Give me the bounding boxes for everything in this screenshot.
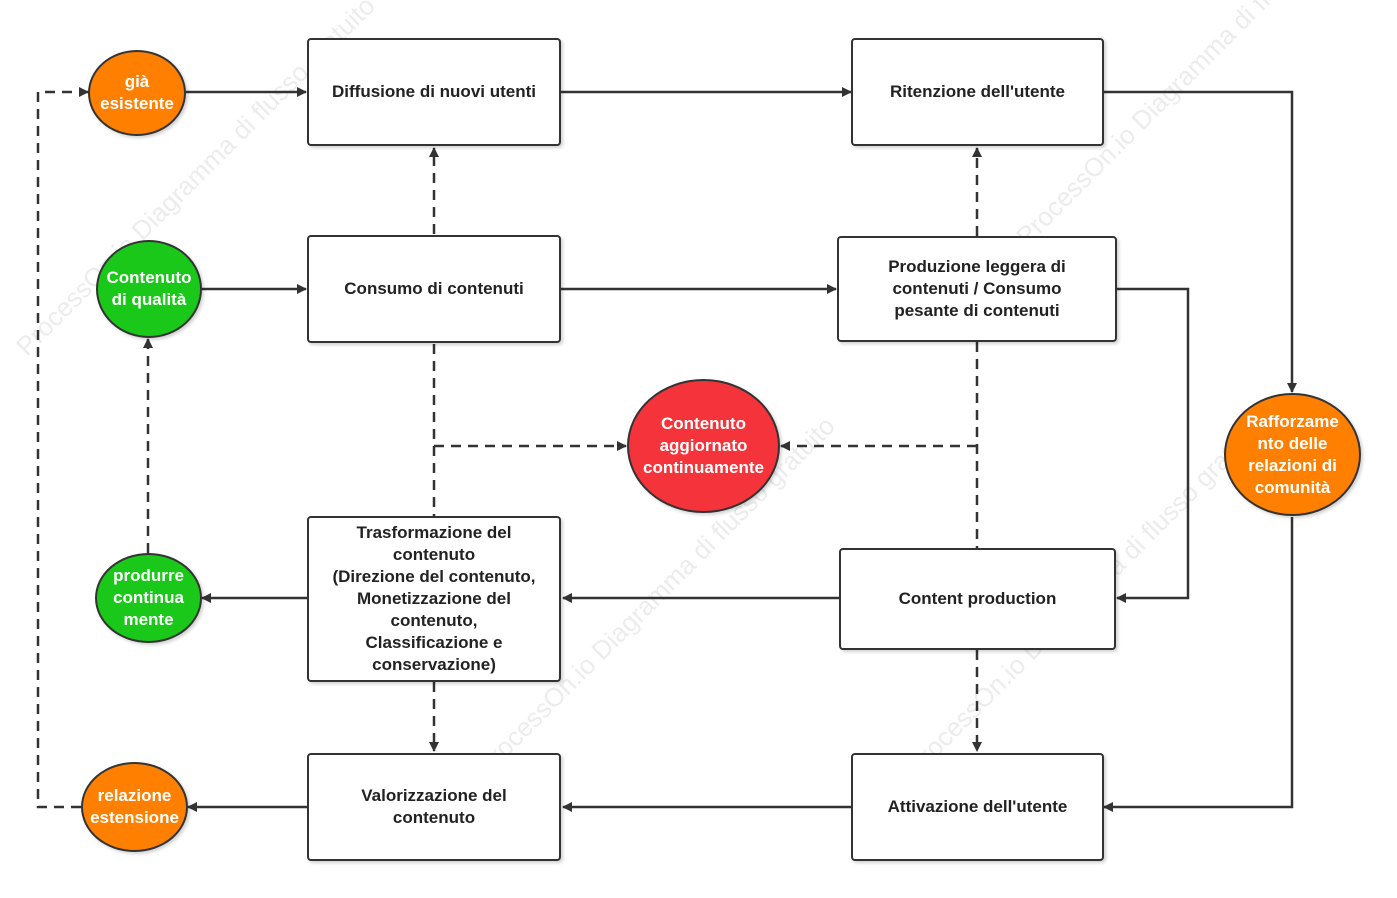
circle-gia-esistente[interactable]: già esistente [88,50,186,136]
box-diffusione-nuovi-utenti[interactable]: Diffusione di nuovi utenti [307,38,561,146]
circle-contenuto-aggiornato[interactable]: Contenuto aggiornato continuamente [627,379,780,513]
circle-produrre-continuamente[interactable]: produrre continua mente [95,553,202,643]
circle-contenuto-di-qualita[interactable]: Contenuto di qualità [96,240,202,338]
circle-relazione-estensione[interactable]: relazione estensione [81,762,188,852]
box-produzione-leggera[interactable]: Produzione leggera di contenuti / Consum… [837,236,1117,342]
box-valorizzazione-contenuto[interactable]: Valorizzazione del contenuto [307,753,561,861]
box-content-production[interactable]: Content production [839,548,1116,650]
dashed-relazione-to-esistente [36,87,89,809]
box-attivazione-utente[interactable]: Attivazione dell'utente [851,753,1104,861]
arrow-ritenzione-to-rafforzamento [1104,90,1297,393]
arrow-produzione-to-contentproduction [1116,287,1190,603]
box-consumo-contenuti[interactable]: Consumo di contenuti [307,235,561,343]
box-ritenzione-utente[interactable]: Ritenzione dell'utente [851,38,1104,146]
arrow-rafforzamento-to-attivazione [1103,517,1294,812]
box-trasformazione-contenuto[interactable]: Trasformazione del contenuto (Direzione … [307,516,561,682]
circle-rafforzamento-relazioni[interactable]: Rafforzame nto delle relazioni di comuni… [1224,393,1361,516]
